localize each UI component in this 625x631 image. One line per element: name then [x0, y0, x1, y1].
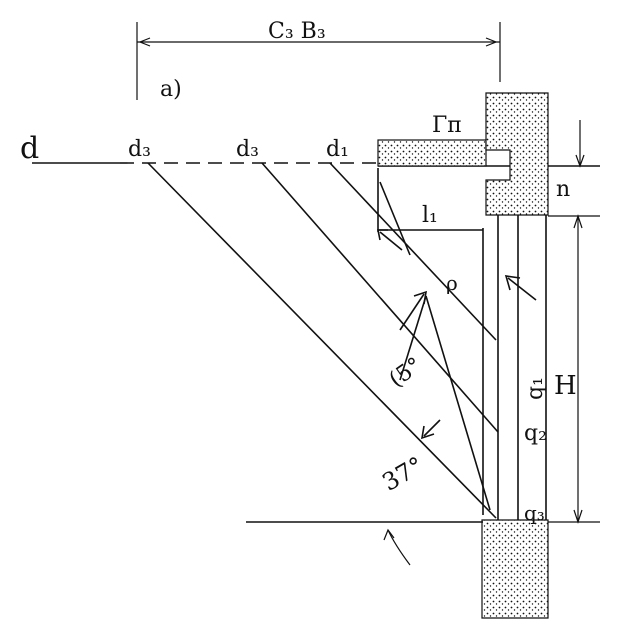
q3-label: q₃ — [524, 501, 545, 525]
level-label-d2: d₃ — [236, 137, 259, 162]
slip-lines — [147, 162, 499, 519]
part-label: a) — [160, 77, 182, 102]
h-label: H — [554, 371, 577, 401]
angle-lower-label: 37° — [378, 451, 429, 497]
dimension-label: C₃ B₃ — [268, 19, 326, 44]
wall-stem — [482, 215, 547, 525]
slab: Γп — [377, 113, 487, 167]
level-label-d: d — [20, 131, 39, 166]
slab-label: Γп — [432, 113, 462, 138]
q2-label: q₂ — [524, 421, 547, 446]
l1-label: l₁ — [422, 203, 438, 228]
l1-dimension: l₁ — [377, 168, 483, 232]
level-label-d3: d₃ — [128, 137, 151, 162]
p-label: ρ — [446, 271, 458, 295]
n-label: n — [556, 177, 570, 202]
level-label-d1: d₁ — [326, 137, 349, 162]
h-dimension: H — [548, 214, 600, 524]
top-dimension: C₃ B₃ — [136, 19, 501, 100]
q1-label: q₁ — [523, 377, 548, 400]
force-arrows — [377, 229, 537, 440]
angle-upper-label: (5° — [385, 353, 427, 393]
n-dimension: n — [548, 120, 600, 217]
wall-base — [481, 519, 549, 619]
wall-top — [485, 92, 549, 216]
